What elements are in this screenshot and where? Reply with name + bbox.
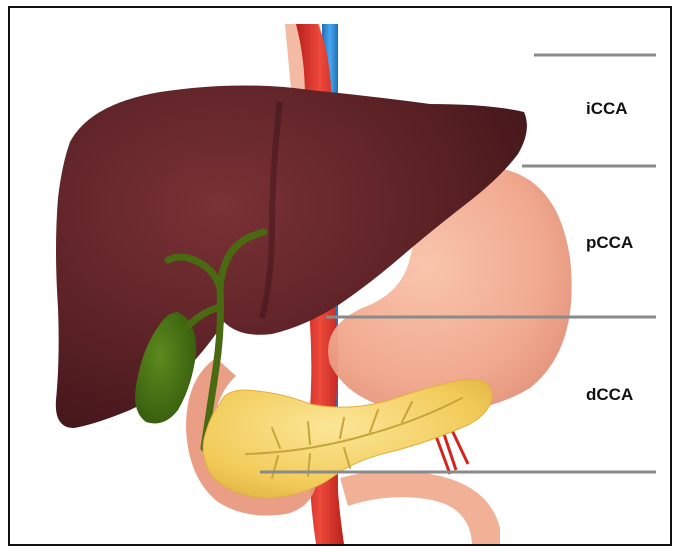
label-icca: iCCA	[586, 100, 628, 117]
intestine-loop	[340, 470, 500, 544]
label-pcca: pCCA	[586, 234, 633, 251]
diagram-frame: iCCA pCCA dCCA	[8, 6, 672, 546]
label-dcca: dCCA	[586, 386, 633, 403]
anatomy-illustration	[10, 8, 670, 544]
